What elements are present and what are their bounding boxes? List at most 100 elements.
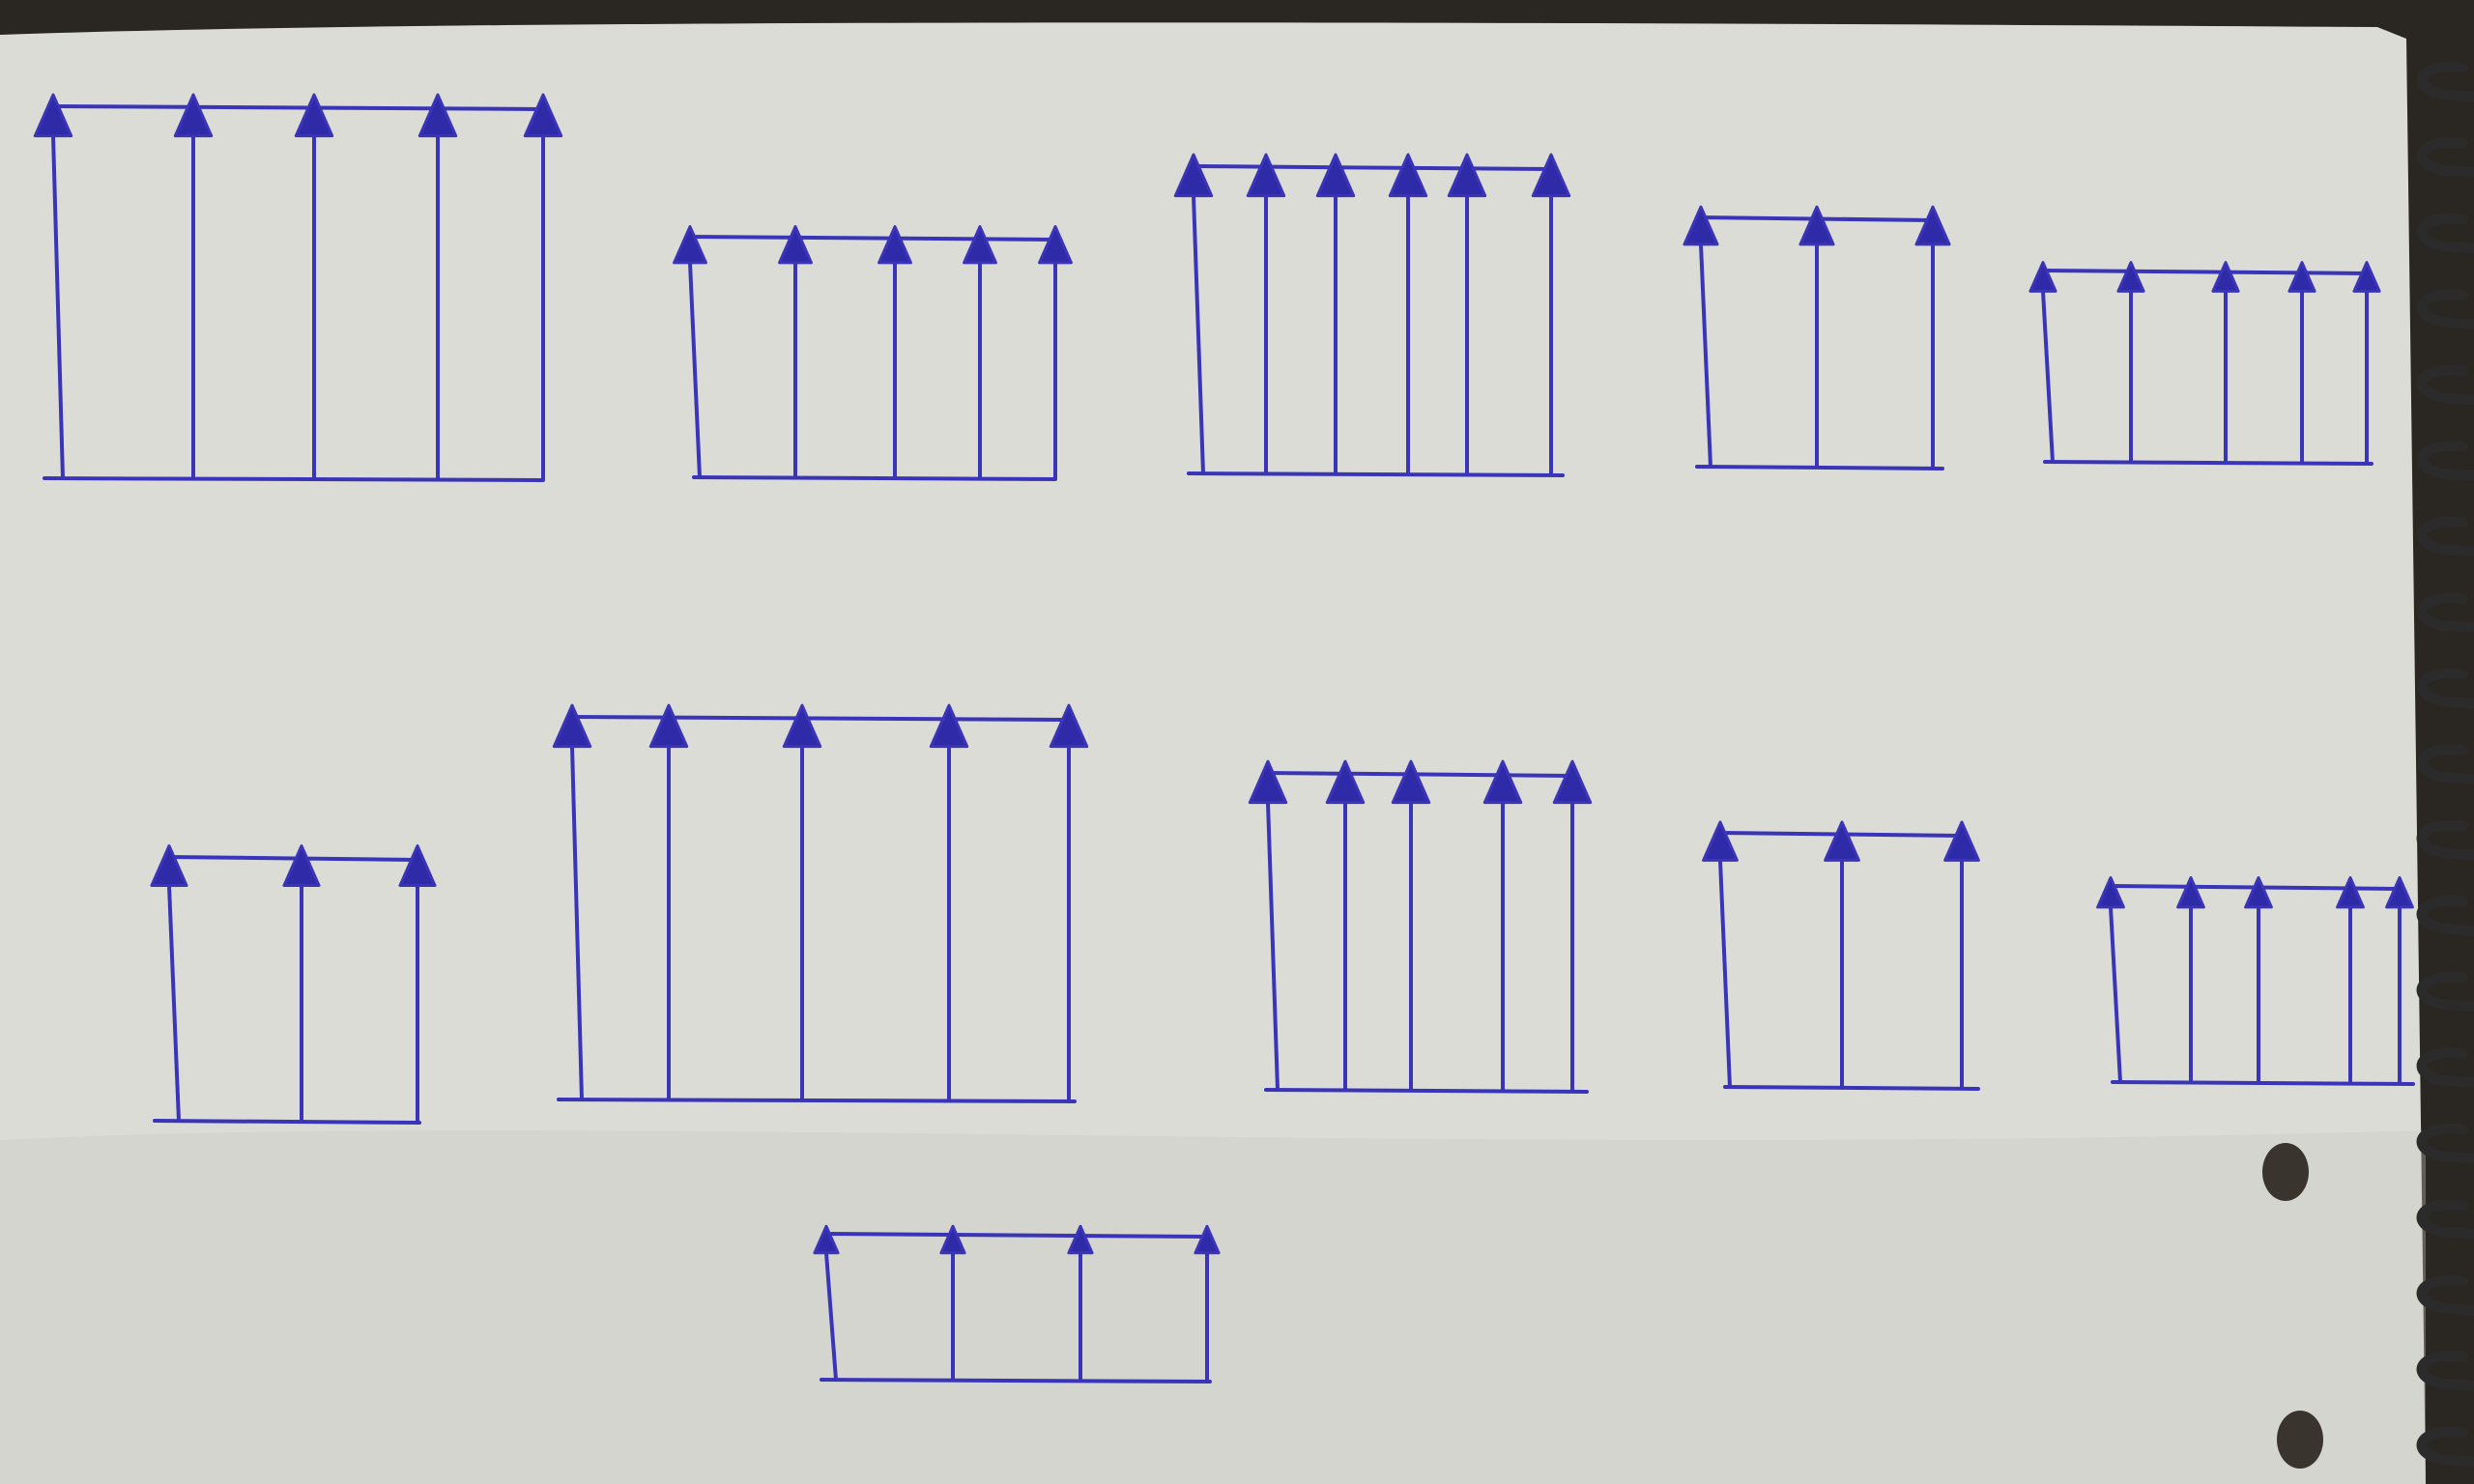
arrow-head bbox=[2287, 261, 2316, 293]
spiral-coil bbox=[2416, 896, 2474, 936]
arrow-shaft bbox=[167, 883, 181, 1123]
diagram-7 bbox=[552, 703, 1089, 1103]
top-line bbox=[1192, 164, 1553, 171]
arrow-head bbox=[2096, 875, 2125, 909]
arrow-head bbox=[1447, 153, 1487, 198]
spiral-coil bbox=[2416, 516, 2474, 557]
diagram-2 bbox=[673, 225, 1073, 481]
arrow-head bbox=[1531, 153, 1571, 198]
top-line bbox=[167, 855, 419, 862]
arrow-shaft bbox=[824, 1250, 838, 1382]
diagram-5 bbox=[2028, 261, 2381, 466]
arrow-head bbox=[1683, 205, 1719, 246]
arrow-head bbox=[1702, 820, 1739, 862]
arrow-head bbox=[1388, 153, 1428, 198]
diagram-8 bbox=[1248, 759, 1593, 1094]
arrow-shaft bbox=[1192, 193, 1205, 475]
arrow-shaft bbox=[2109, 904, 2122, 1084]
spiral-coil bbox=[2416, 137, 2474, 178]
arrow-head bbox=[294, 93, 334, 138]
arrow-head bbox=[1049, 703, 1089, 749]
arrow-head bbox=[2116, 261, 2145, 293]
bottom-line bbox=[1695, 465, 1944, 471]
arrow-head bbox=[1315, 153, 1356, 198]
arrow-head bbox=[173, 93, 214, 138]
paper-shadow bbox=[0, 1130, 2426, 1484]
arrow-shaft bbox=[2041, 289, 2055, 464]
spiral-coil bbox=[2416, 819, 2474, 861]
arrow-head bbox=[552, 703, 592, 749]
bottom-line bbox=[1264, 1088, 1589, 1094]
arrow-head bbox=[1325, 759, 1366, 805]
spiral-coil bbox=[2416, 668, 2474, 709]
arrow-head bbox=[33, 93, 73, 138]
diagram-11 bbox=[813, 1224, 1221, 1384]
spiral-coil bbox=[2416, 364, 2474, 406]
bottom-line bbox=[153, 1119, 421, 1125]
arrow-shaft bbox=[51, 133, 65, 480]
arrow-head bbox=[2336, 875, 2365, 909]
top-line bbox=[1266, 771, 1574, 778]
arrow-head bbox=[150, 844, 188, 887]
arrow-diagrams bbox=[33, 93, 2415, 1384]
bottom-line bbox=[2043, 460, 2373, 466]
spiral-coil bbox=[2416, 744, 2474, 785]
arrow-head bbox=[523, 93, 563, 138]
bottom-line bbox=[1187, 471, 1565, 477]
arrow-head bbox=[813, 1224, 840, 1255]
spiral-coil bbox=[2416, 1426, 2474, 1468]
top-line bbox=[824, 1232, 1209, 1239]
diagram-1 bbox=[33, 93, 563, 482]
arrow-head bbox=[2385, 875, 2414, 909]
arrow-head bbox=[1038, 225, 1073, 265]
diagram-4 bbox=[1683, 205, 1951, 471]
arrow-head bbox=[2211, 261, 2240, 293]
arrow-shaft bbox=[1699, 242, 1712, 469]
arrow-head bbox=[877, 225, 912, 265]
diagram-10 bbox=[2096, 875, 2415, 1086]
arrow-head bbox=[1824, 820, 1860, 862]
arrow-head bbox=[1914, 205, 1951, 246]
spiral-coil bbox=[2416, 971, 2474, 1013]
spiral-coil bbox=[2416, 1351, 2474, 1391]
arrow-head bbox=[2352, 261, 2381, 293]
top-line bbox=[570, 715, 1071, 722]
top-line bbox=[688, 235, 1057, 242]
spiral-coil bbox=[2416, 1274, 2474, 1316]
arrow-head bbox=[1248, 759, 1288, 805]
arrow-head bbox=[673, 225, 707, 265]
arrow-shaft bbox=[570, 744, 584, 1101]
arrow-head bbox=[1943, 820, 1980, 862]
top-line bbox=[51, 104, 545, 111]
paper-sheet bbox=[0, 22, 2426, 1484]
arrow-head bbox=[778, 225, 813, 265]
arrow-head bbox=[1798, 205, 1835, 246]
spiral-coil bbox=[2416, 213, 2474, 254]
arrow-shaft bbox=[1718, 858, 1732, 1089]
arrow-head bbox=[1246, 153, 1286, 198]
arrow-head bbox=[929, 703, 969, 749]
arrow-head bbox=[1482, 759, 1523, 805]
arrow-head bbox=[1552, 759, 1593, 805]
arrow-head bbox=[939, 1224, 966, 1255]
arrow-head bbox=[2176, 875, 2205, 909]
punch-hole bbox=[2262, 1143, 2309, 1201]
arrow-head bbox=[963, 225, 997, 265]
arrow-head bbox=[282, 844, 321, 887]
arrow-head bbox=[2028, 261, 2057, 293]
diagram-6 bbox=[150, 844, 437, 1125]
top-line bbox=[2041, 269, 2369, 275]
spiral-coil bbox=[2416, 1047, 2474, 1088]
arrow-head bbox=[1067, 1224, 1094, 1255]
spiral-coil bbox=[2416, 1123, 2474, 1164]
arrow-head bbox=[648, 703, 689, 749]
spiral-coil bbox=[2416, 61, 2474, 102]
notebook-paper bbox=[0, 22, 2426, 1484]
bottom-line bbox=[43, 476, 545, 482]
arrow-head bbox=[2244, 875, 2273, 909]
bottom-line bbox=[557, 1098, 1077, 1103]
spiral-coil bbox=[2416, 289, 2474, 329]
spiral-binding bbox=[2262, 61, 2474, 1469]
spiral-coil bbox=[2416, 441, 2474, 481]
